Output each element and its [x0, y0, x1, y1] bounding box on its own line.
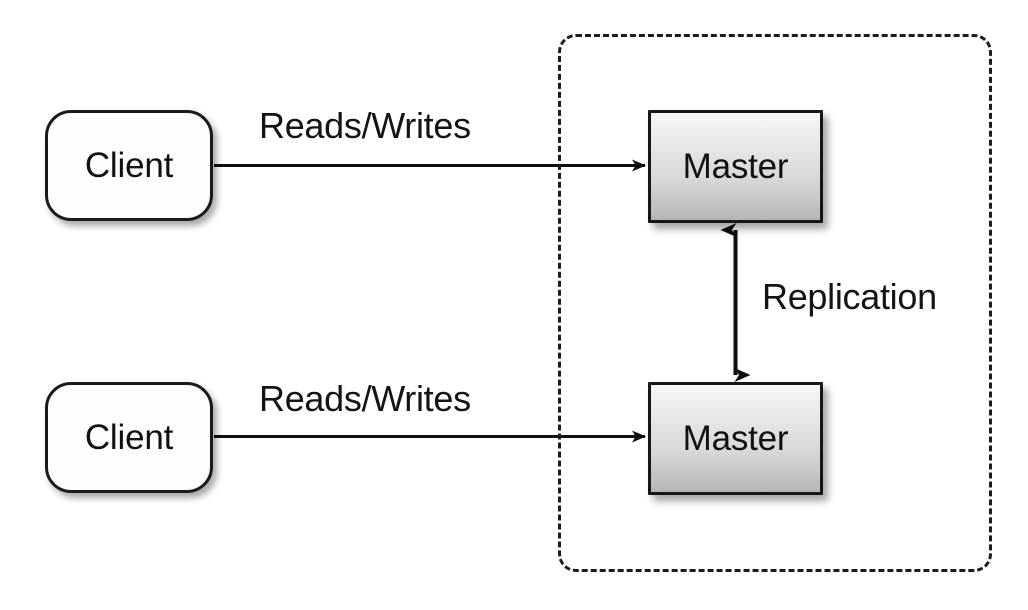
node-label: Master	[682, 419, 789, 458]
edge-label-reads-writes-bottom: Reads/Writes	[259, 378, 471, 419]
replication-cluster-boundary	[558, 34, 992, 572]
node-label: Client	[84, 418, 174, 457]
edge-label-replication: Replication	[762, 276, 937, 317]
node-label: Client	[84, 146, 174, 185]
node-client-top[interactable]: Client	[45, 110, 213, 221]
node-master-top[interactable]: Master	[648, 110, 823, 223]
node-client-bottom[interactable]: Client	[45, 382, 213, 493]
node-label: Master	[682, 147, 789, 186]
node-master-bottom[interactable]: Master	[648, 382, 823, 495]
edge-label-reads-writes-top: Reads/Writes	[259, 105, 471, 146]
